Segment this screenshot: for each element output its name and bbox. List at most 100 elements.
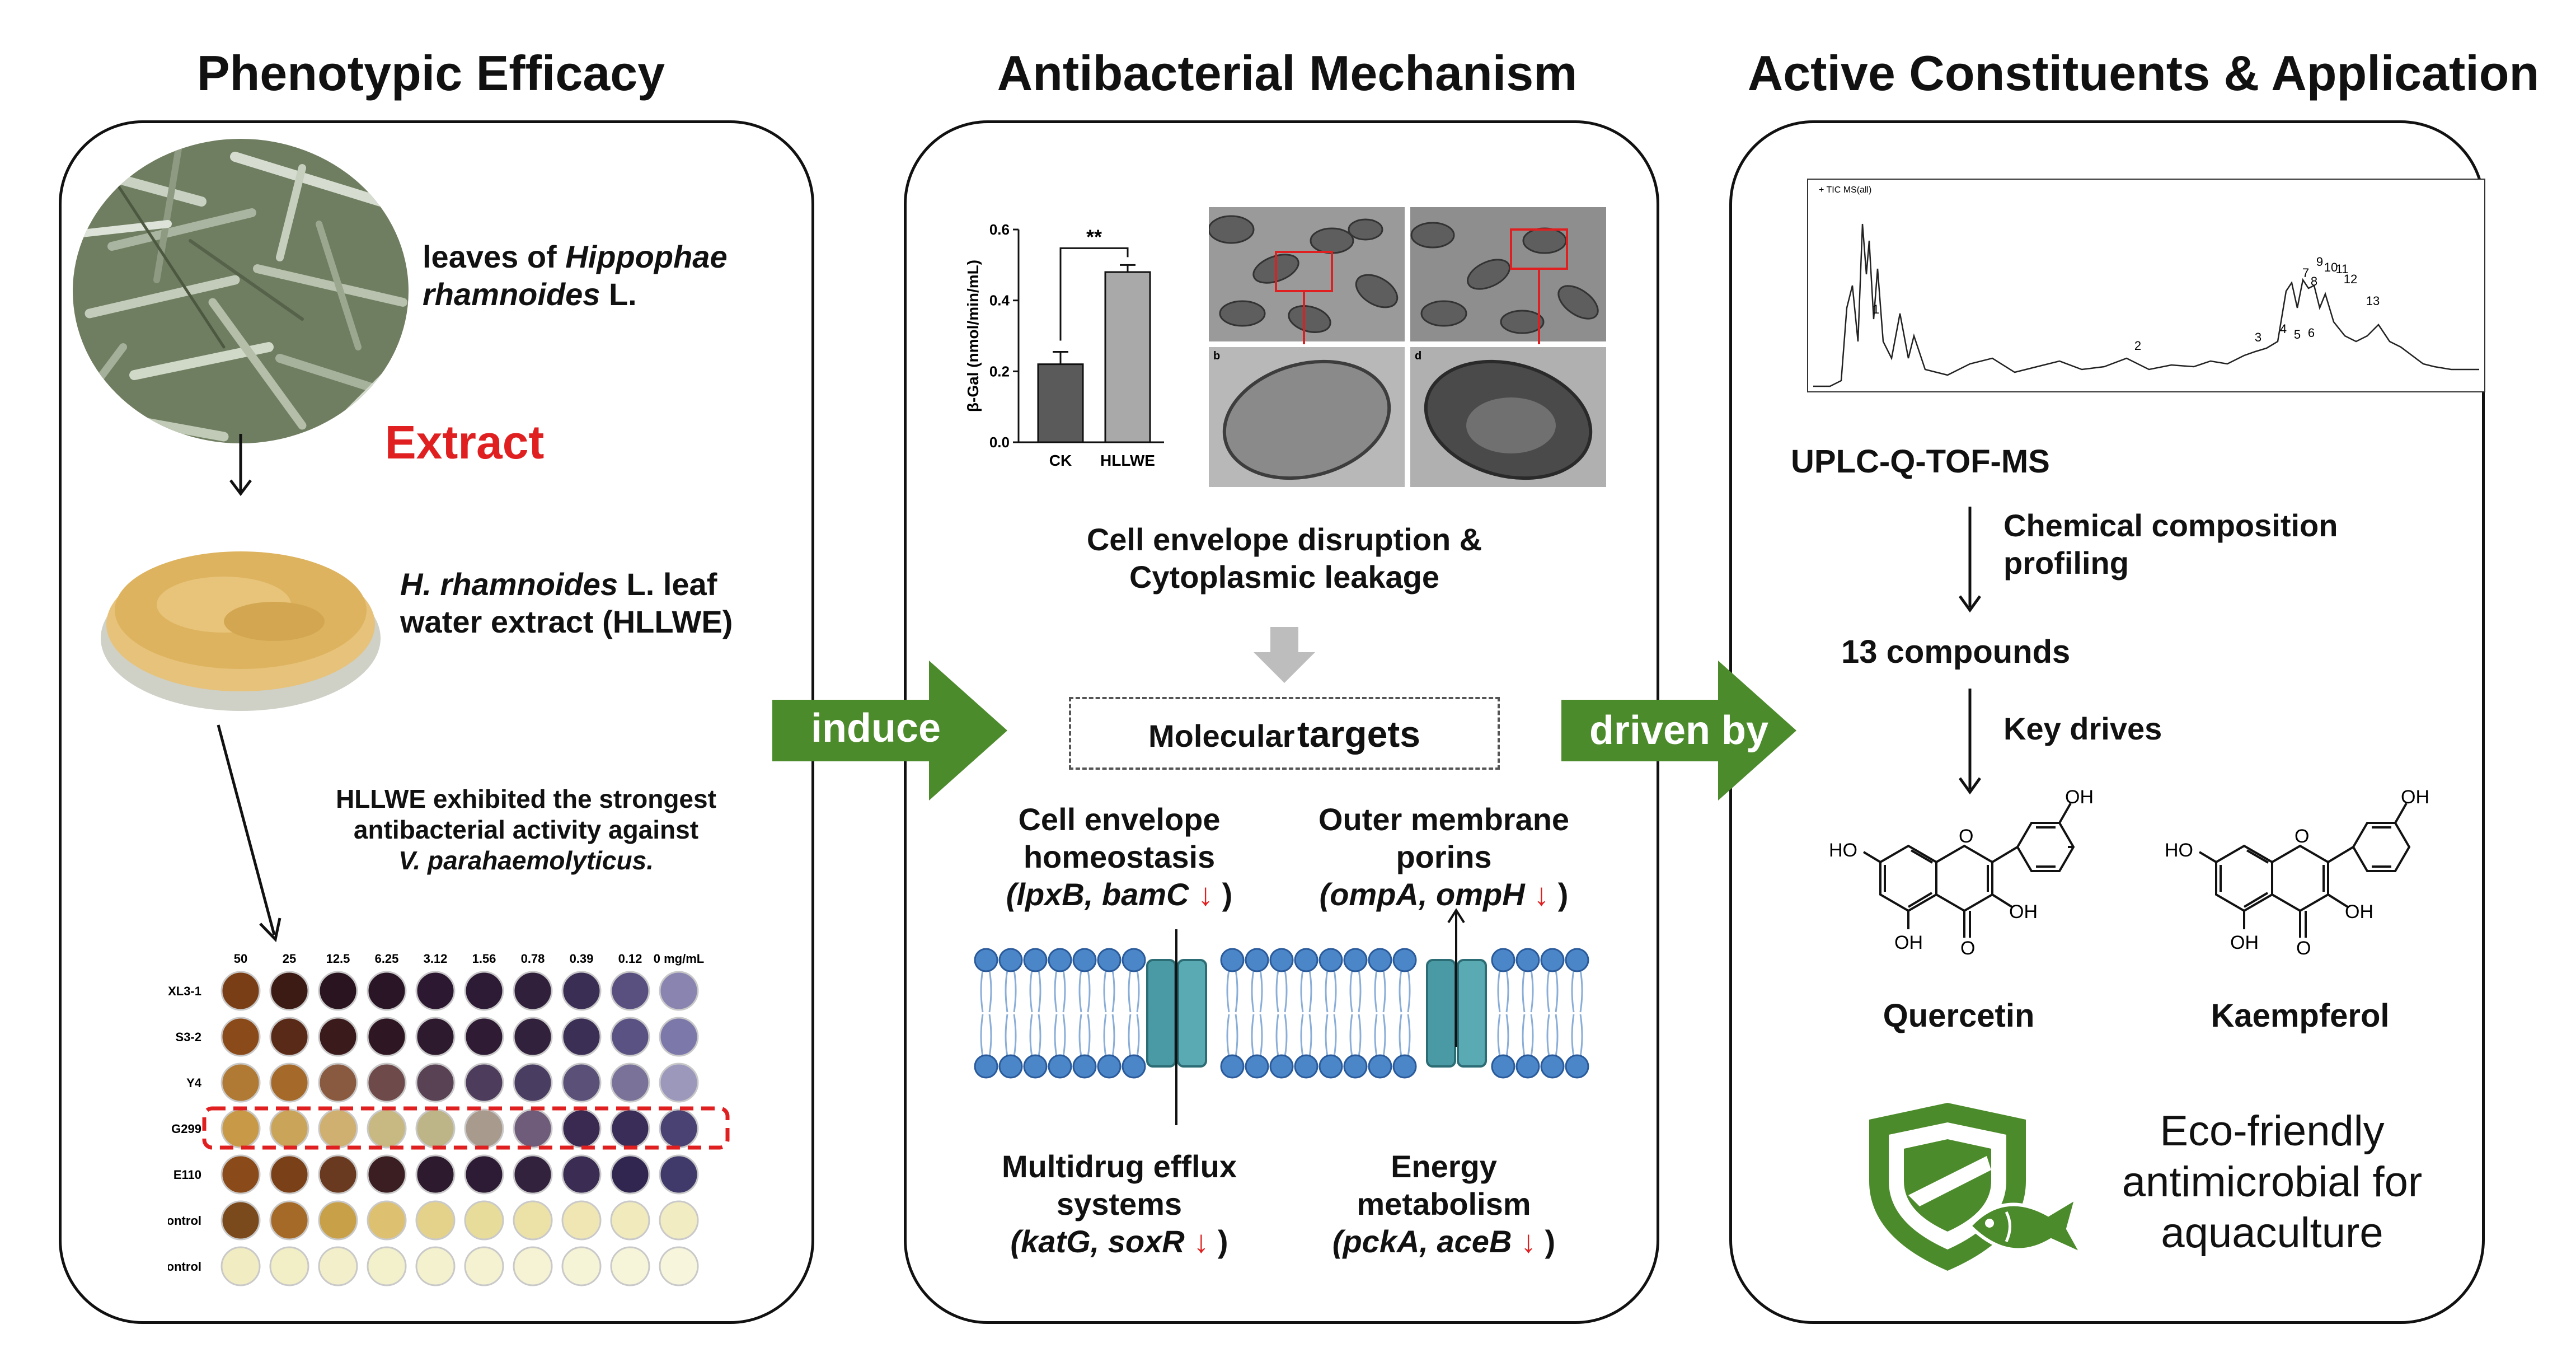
kaempferol-oh-3: OH (2345, 901, 2373, 923)
plate-well (269, 1017, 309, 1057)
kaempferol-structure: O O OH OH HO OH (2165, 789, 2429, 959)
compounds-count: 13 compounds (1841, 634, 2071, 670)
plate-well (659, 971, 699, 1011)
lipid-head (1319, 948, 1343, 972)
lipid-tail (1136, 1014, 1140, 1057)
lipid-tail (980, 1014, 984, 1057)
plate-well (513, 1017, 553, 1057)
plate-well (659, 1200, 699, 1241)
plate-well (415, 1200, 456, 1241)
lipid-tail (1284, 970, 1288, 1013)
plate-well (220, 1108, 261, 1149)
x-tick-label: CK (1049, 452, 1072, 469)
lipid-head (1220, 1054, 1245, 1079)
lipid-tail (1399, 970, 1402, 1013)
plate-well (659, 1063, 699, 1103)
plate-well (561, 1246, 602, 1286)
lipid-tail (1111, 970, 1115, 1013)
peak-label: 9 (2316, 255, 2323, 269)
lipid-tail (1235, 970, 1238, 1013)
title-active-constituents: Active Constituents & Application (1747, 45, 2540, 101)
lipid-head (1343, 1054, 1368, 1079)
plate-well (464, 1246, 504, 1286)
leaves-photo (73, 139, 409, 443)
plate-row-labels: XL3-1S3-2Y4G299E110Negative controlBlank… (168, 984, 202, 1274)
lipid-tail (1349, 1014, 1353, 1057)
activity-text: HLLWE exhibited the strongest antibacter… (336, 784, 716, 876)
plate-well (610, 1154, 650, 1195)
lipid-head (1368, 948, 1392, 972)
lipid-tail (1374, 970, 1378, 1013)
lipid-tail (1407, 1014, 1411, 1057)
lipid-tail (1300, 1014, 1304, 1057)
plate-row-label: G299 (171, 1122, 201, 1136)
lipid-tail (1005, 970, 1008, 1013)
arrow-to-structures (1958, 689, 1982, 795)
lipid-tail (1259, 970, 1263, 1013)
bar-hllwe (1104, 271, 1151, 443)
plate-well (415, 971, 456, 1011)
gray-down-arrow (1254, 627, 1315, 683)
lipid-head (1097, 948, 1122, 972)
lipid-tail (1013, 970, 1017, 1013)
lipid-tail (1275, 970, 1279, 1013)
plate-well (464, 1108, 504, 1149)
lipid-tail (1333, 1014, 1337, 1057)
lipid-head (1023, 948, 1048, 972)
quercetin-oh-4: OH (2065, 789, 2094, 808)
highlight-g299-row (202, 1106, 730, 1150)
plate-well (367, 1063, 407, 1103)
lipid-tail (1522, 970, 1526, 1013)
lipid-tail (1078, 1014, 1082, 1057)
lipid-head (1368, 1054, 1392, 1079)
lipid-tail (1038, 970, 1041, 1013)
plate-well (513, 1246, 553, 1286)
concentration-label: 6.25 (375, 952, 399, 966)
quercetin-ho-7: HO (1829, 840, 1857, 861)
key-drives-label: Key drives (2003, 711, 2162, 746)
lipid-head (1540, 1054, 1565, 1079)
lipid-tail (1407, 970, 1411, 1013)
lipid-tail (1546, 1014, 1550, 1057)
plate-well (464, 971, 504, 1011)
concentration-label: 0.39 (570, 952, 594, 966)
plate-well (561, 1108, 602, 1149)
leaves-label: leaves of Hippophae rhamnoides L. (423, 239, 728, 312)
plate-well (610, 971, 650, 1011)
envelope-disruption-text: Cell envelope disruption & Cytoplasmic l… (1086, 522, 1482, 595)
quercetin-label: Quercetin (1883, 998, 2035, 1034)
lipid-tail (1013, 1014, 1017, 1057)
lipid-tail (1325, 1014, 1329, 1057)
arrow-powder-to-plate (217, 724, 281, 943)
plate-well (464, 1063, 504, 1103)
driven-by-label: driven by (1589, 708, 1769, 753)
lipid-head (1491, 948, 1515, 972)
plate-well (220, 1200, 261, 1241)
peak-label: 13 (2366, 294, 2380, 308)
plate-well (561, 1063, 602, 1103)
lipid-tail (1530, 1014, 1534, 1057)
molecular-targets-label: Molecular targets (1148, 713, 1420, 755)
peak-label: 5 (2294, 327, 2301, 341)
lipid-head (1122, 1054, 1146, 1079)
plate-well (220, 971, 261, 1011)
lipid-head (1392, 948, 1417, 972)
lipid-tail (988, 1014, 992, 1057)
lipid-head (1294, 1054, 1319, 1079)
lipid-tail (1128, 1014, 1132, 1057)
peak-label: 6 (2308, 326, 2315, 340)
plate-well (513, 971, 553, 1011)
plate-well (269, 1200, 309, 1241)
plate-well (610, 1200, 650, 1241)
lipid-tail (1226, 1014, 1230, 1057)
concentration-label: 25 (283, 952, 296, 966)
concentration-label: 0 mg/mL (654, 952, 704, 966)
lipid-tail (1087, 970, 1091, 1013)
lipid-head (1072, 948, 1097, 972)
plate-well (513, 1154, 553, 1195)
lipid-tail (1111, 1014, 1115, 1057)
lipid-tail (1505, 1014, 1509, 1057)
